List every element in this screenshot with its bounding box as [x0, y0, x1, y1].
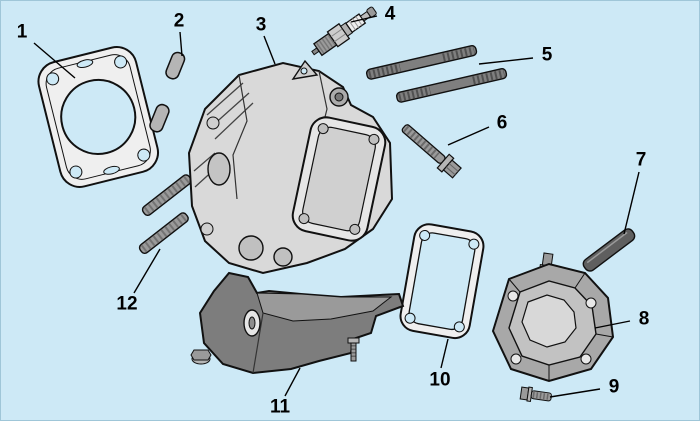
head-cover-part	[491, 252, 615, 383]
flange-bolt-part	[401, 124, 462, 179]
callout-2: 2	[173, 10, 185, 32]
shroud-part	[190, 271, 405, 375]
small-flange-bolt-part	[519, 386, 552, 402]
leader-lines	[33, 15, 640, 398]
callout-10: 10	[429, 369, 451, 391]
pin-part	[582, 228, 636, 272]
cover-gasket-part	[399, 223, 485, 340]
callout-1: 1	[16, 21, 28, 43]
callout-12: 12	[116, 293, 138, 315]
spark-plug-part	[311, 6, 377, 57]
callout-6: 6	[496, 112, 508, 134]
callout-4: 4	[384, 3, 396, 25]
callout-8: 8	[638, 308, 650, 330]
dowel-pin-part	[149, 51, 186, 133]
cylinder-head-part	[187, 59, 394, 275]
callout-11: 11	[269, 396, 291, 418]
head-gasket-part	[37, 46, 159, 188]
flange-nut	[190, 349, 212, 365]
stud-pair-part	[138, 174, 192, 255]
callout-9: 9	[608, 376, 620, 398]
long-stud-pair-part	[365, 45, 508, 103]
callout-3: 3	[255, 14, 267, 36]
shroud-screw	[347, 337, 360, 362]
callout-7: 7	[635, 149, 647, 171]
callout-5: 5	[541, 44, 553, 66]
